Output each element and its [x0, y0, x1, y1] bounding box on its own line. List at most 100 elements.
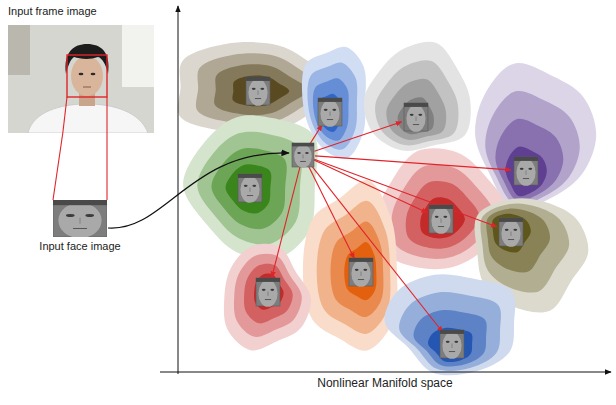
cluster-layer — [330, 221, 383, 317]
x-axis — [160, 372, 611, 373]
face-nose — [330, 111, 331, 115]
cluster-layer — [492, 214, 531, 253]
face-thumbnail — [318, 98, 342, 127]
face-eye — [443, 216, 447, 218]
photo-eye — [91, 73, 96, 75]
face-thumbnail — [53, 200, 107, 237]
face-nose — [511, 231, 512, 235]
face-skin — [58, 203, 101, 237]
cluster-layer — [307, 62, 357, 149]
face-skin — [516, 159, 535, 186]
face-eye — [252, 88, 256, 90]
photo-window — [122, 25, 154, 87]
projection-arrow — [272, 167, 300, 278]
face-skin — [294, 145, 312, 168]
face-nose — [268, 291, 269, 295]
photo-mouth — [83, 87, 91, 88]
cluster-layer — [506, 147, 547, 197]
face-hair — [404, 103, 428, 107]
face-ground — [429, 205, 453, 233]
face-mouth — [265, 299, 271, 300]
face-thumbnail — [292, 143, 314, 168]
cluster-layer — [486, 209, 550, 273]
face-thumbnail — [246, 77, 270, 106]
crop-line — [53, 133, 63, 200]
face-thumbnail — [404, 103, 428, 132]
face-skin — [248, 79, 267, 106]
face-eye — [520, 168, 524, 170]
face-eye — [528, 168, 532, 170]
crop-line — [106, 97, 107, 133]
cluster-layer — [211, 148, 286, 229]
face-eye — [260, 88, 264, 90]
face-eye — [418, 114, 422, 116]
face-eye — [332, 109, 336, 111]
face-ground — [238, 174, 262, 202]
face-eye — [66, 214, 75, 217]
cluster-layer — [399, 292, 501, 371]
cluster-layer — [406, 181, 480, 249]
face-thumbnail — [429, 205, 453, 234]
photo-face — [71, 56, 103, 96]
face-eye — [252, 185, 256, 187]
face-eye — [505, 229, 509, 231]
face-skin — [320, 100, 339, 127]
face-thumbnail — [238, 174, 262, 203]
projection-arrow — [309, 125, 322, 145]
cluster-layer — [254, 274, 284, 310]
face-ground — [246, 77, 270, 105]
face-eye — [363, 269, 367, 271]
face-nose — [80, 218, 81, 224]
face-mouth — [413, 124, 419, 125]
mapping-arrow — [108, 153, 289, 228]
face-eye — [85, 214, 94, 217]
face-eye — [244, 185, 248, 187]
face-thumbnail — [514, 157, 538, 186]
face-eye — [454, 341, 458, 343]
cluster-layer — [197, 132, 302, 245]
face-ground — [404, 103, 428, 131]
face-mouth — [438, 226, 444, 227]
face-nose — [303, 155, 304, 159]
face-thumbnail — [256, 278, 280, 307]
cluster-layer — [385, 274, 516, 375]
face-mouth — [247, 195, 253, 196]
cluster-layer — [398, 97, 434, 134]
face-nose — [258, 90, 259, 94]
image-caption: Input face image — [30, 239, 130, 253]
face-ground — [499, 218, 523, 246]
axes — [160, 6, 611, 374]
face-skin — [240, 176, 259, 203]
face-thumbnail — [499, 218, 523, 247]
projection-arrow — [315, 156, 511, 170]
projection-arrows — [272, 122, 511, 332]
face-skin — [406, 105, 425, 132]
face-eye — [297, 152, 301, 154]
cluster-layer — [375, 60, 458, 145]
face-eye — [435, 216, 439, 218]
crop-line — [106, 133, 107, 200]
face-nose — [441, 218, 442, 222]
face-hair — [440, 330, 464, 334]
face-hair — [238, 174, 262, 178]
face-ground — [318, 98, 342, 126]
cluster-layer — [232, 75, 289, 106]
cluster-regions — [178, 42, 597, 376]
face-hair — [53, 200, 107, 205]
face-image-panel: Input face image — [30, 200, 130, 253]
face-hair — [499, 218, 523, 222]
face-thumbnail — [349, 258, 373, 287]
crop-line — [63, 97, 67, 133]
face-ground — [292, 143, 314, 167]
face-eye — [355, 269, 359, 271]
face-mouth — [449, 351, 455, 352]
cluster-faces — [238, 77, 538, 359]
cluster-layer — [224, 244, 311, 351]
face-hair — [429, 205, 453, 209]
projection-arrow — [310, 164, 442, 332]
photo-eye — [79, 73, 84, 75]
cluster-layer — [244, 264, 293, 324]
cluster-layer — [303, 180, 398, 351]
face-nose — [416, 116, 417, 120]
cluster-layer — [364, 42, 471, 151]
